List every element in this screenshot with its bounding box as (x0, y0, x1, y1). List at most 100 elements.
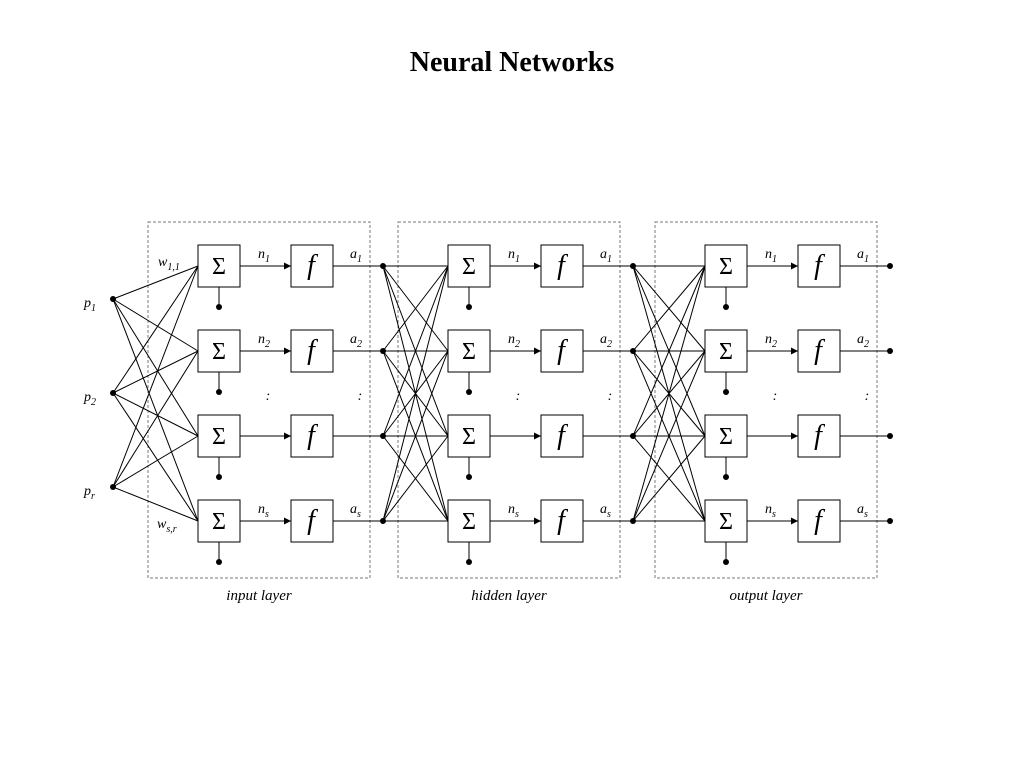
output-node (887, 433, 893, 439)
layer-frames (147, 221, 878, 579)
activation-symbol: f (557, 420, 568, 451)
summation-symbol: Σ (462, 424, 476, 450)
summation-symbol: Σ (719, 509, 733, 535)
summation-symbol: Σ (462, 254, 476, 280)
net-input-label-subscript: 2 (265, 339, 270, 350)
activation-output-label-subscript: 2 (357, 339, 362, 350)
activation-box (290, 329, 334, 373)
summation-symbol: Σ (212, 339, 226, 365)
activation-output-label-letter: a (350, 502, 357, 517)
input-label-letter: p (83, 390, 91, 405)
layer-weight-connection (382, 265, 449, 522)
summation-symbol: Σ (212, 424, 226, 450)
activation-output-label-letter: a (600, 332, 607, 347)
net-input-label: n1 (258, 247, 270, 265)
output-node (887, 263, 893, 269)
net-input-label-letter: n (258, 247, 265, 262)
layer-weight-connection (632, 350, 706, 522)
summation-box (704, 499, 748, 543)
net-input-label: ns (258, 502, 269, 520)
activation-output-label-letter: a (600, 247, 607, 262)
output-node (887, 518, 893, 524)
bias-node (723, 474, 729, 480)
activation-output-label-letter: a (857, 247, 864, 262)
net-input-label-letter: n (765, 502, 772, 517)
summation-box (447, 244, 491, 288)
input-label-subscript: 2 (91, 397, 96, 408)
input-weight-connection (112, 298, 199, 437)
layer-weight-connection (382, 265, 449, 352)
input-weight-connection (112, 265, 199, 394)
summation-box (704, 329, 748, 373)
net-input-label-subscript: s (515, 509, 519, 520)
summation-symbol: Σ (462, 339, 476, 365)
activation-symbol: f (307, 505, 318, 536)
weight-label-last-letter: w (157, 517, 167, 532)
activation-symbol: f (307, 250, 318, 281)
net-input-label-letter: n (765, 247, 772, 262)
input-weight-connection (112, 392, 199, 522)
input-label: p1 (83, 296, 96, 314)
summation-box (704, 244, 748, 288)
activation-output-label: a2 (857, 332, 869, 350)
net-input-ellipsis: : (516, 389, 521, 404)
input-weight-connection (112, 350, 199, 394)
output-node (630, 433, 636, 439)
activation-symbol: f (307, 335, 318, 366)
activation-symbol: f (814, 335, 825, 366)
weight-label-first-subscript: 1,1 (167, 262, 180, 273)
activation-output-label: a2 (600, 332, 612, 350)
net-input-label-letter: n (258, 332, 265, 347)
summation-box (197, 499, 241, 543)
output-node (380, 518, 386, 524)
summation-box (197, 244, 241, 288)
output-node (380, 263, 386, 269)
layer-weight-connection (382, 265, 449, 437)
summation-symbol: Σ (462, 509, 476, 535)
net-input-label-subscript: 1 (772, 254, 777, 265)
activation-output-label: a1 (350, 247, 362, 265)
activation-output-label: as (857, 502, 868, 520)
activation-box (540, 499, 584, 543)
summation-symbol: Σ (212, 509, 226, 535)
activation-output-label: a1 (600, 247, 612, 265)
weight-label-last: ws,r (157, 517, 177, 535)
activation-output-label-subscript: 1 (607, 254, 612, 265)
activation-symbol: f (557, 335, 568, 366)
output-node (887, 348, 893, 354)
activation-symbol: f (814, 505, 825, 536)
bias-node (216, 474, 222, 480)
activation-box (290, 499, 334, 543)
layer-weight-connection (632, 265, 706, 522)
input-weight-connection (112, 298, 199, 352)
summation-symbol: Σ (719, 424, 733, 450)
net-input-label-letter: n (508, 502, 515, 517)
net-input-label: n2 (508, 332, 520, 350)
hidden-layer-frame (397, 221, 621, 579)
layer-weight-connection (632, 435, 706, 522)
summation-box (704, 414, 748, 458)
output-ellipsis: : (358, 389, 363, 404)
bias-node (723, 304, 729, 310)
input-node (110, 484, 116, 490)
output-node (630, 263, 636, 269)
input-label: p2 (83, 390, 96, 408)
activation-box (540, 329, 584, 373)
activation-output-label-subscript: s (607, 509, 611, 520)
activation-symbol: f (814, 420, 825, 451)
summation-symbol: Σ (719, 254, 733, 280)
net-input-label: n1 (765, 247, 777, 265)
bias-node (466, 474, 472, 480)
net-input-label-subscript: 1 (515, 254, 520, 265)
output-ellipsis: : (865, 389, 870, 404)
layer-weight-connection (382, 350, 449, 522)
activation-output-label: as (600, 502, 611, 520)
weight-label-last-subscript: s,r (166, 524, 176, 535)
input-weight-connection (112, 298, 199, 522)
activation-output-label-subscript: 1 (864, 254, 869, 265)
output-node (380, 348, 386, 354)
activation-output-label-letter: a (350, 247, 357, 262)
